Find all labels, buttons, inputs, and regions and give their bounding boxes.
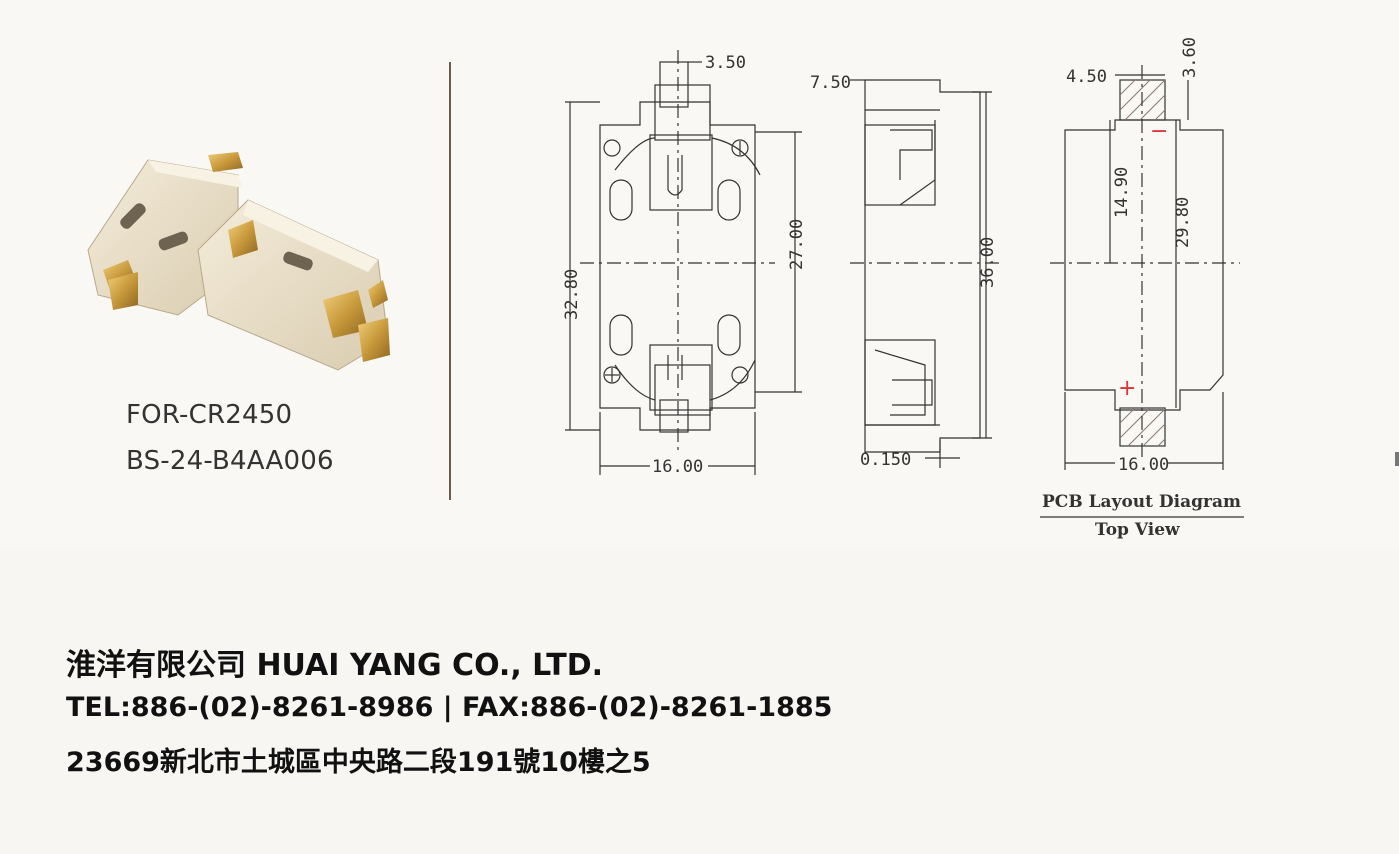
scroll-indicator: [1395, 452, 1399, 466]
pcb-diagram-title: PCB Layout Diagram: [1042, 492, 1241, 512]
dim-pcb-width: 16.00: [1118, 455, 1169, 475]
front-view: [565, 50, 802, 475]
dim-side-depth: 7.50: [810, 73, 851, 93]
company-name: 淮洋有限公司 HUAI YANG CO., LTD.: [66, 648, 604, 683]
dimension-labels: 3.50 32.80 27.00 16.00 7.50 36.00 0.150 …: [562, 37, 1241, 540]
dim-pad-width: 4.50: [1066, 67, 1107, 87]
dim-side-height: 36.00: [978, 237, 998, 288]
company-address: 23669新北市土城區中央路二段191號10樓之5: [66, 747, 651, 778]
pcb-diagram-subtitle: Top View: [1095, 520, 1180, 540]
dim-outer-height: 32.80: [562, 269, 582, 320]
dim-front-width: 16.00: [652, 457, 703, 477]
pcb-layout-view: [1040, 65, 1244, 518]
dim-inner-height: 27.00: [787, 219, 807, 270]
battery-model-label: FOR-CR2450: [126, 400, 293, 430]
dim-pcb-inner: 14.90: [1112, 167, 1132, 218]
product-photo: [87, 152, 390, 371]
company-contact: TEL:886-(02)-8261-8986 | FAX:886-(02)-82…: [66, 692, 833, 723]
technical-drawing: [565, 50, 1244, 518]
side-view: [850, 79, 1000, 468]
dim-side-offset: 0.150: [860, 450, 911, 470]
dim-top-tab: 3.50: [705, 53, 746, 73]
vertical-divider: [449, 62, 451, 500]
dim-pad-height: 3.60: [1180, 37, 1200, 78]
dim-pcb-pitch: 29.80: [1173, 197, 1193, 248]
positive-terminal-mark: +: [1118, 376, 1136, 401]
part-number-label: BS-24-B4AA006: [126, 446, 334, 476]
negative-terminal-mark: −: [1150, 119, 1168, 144]
